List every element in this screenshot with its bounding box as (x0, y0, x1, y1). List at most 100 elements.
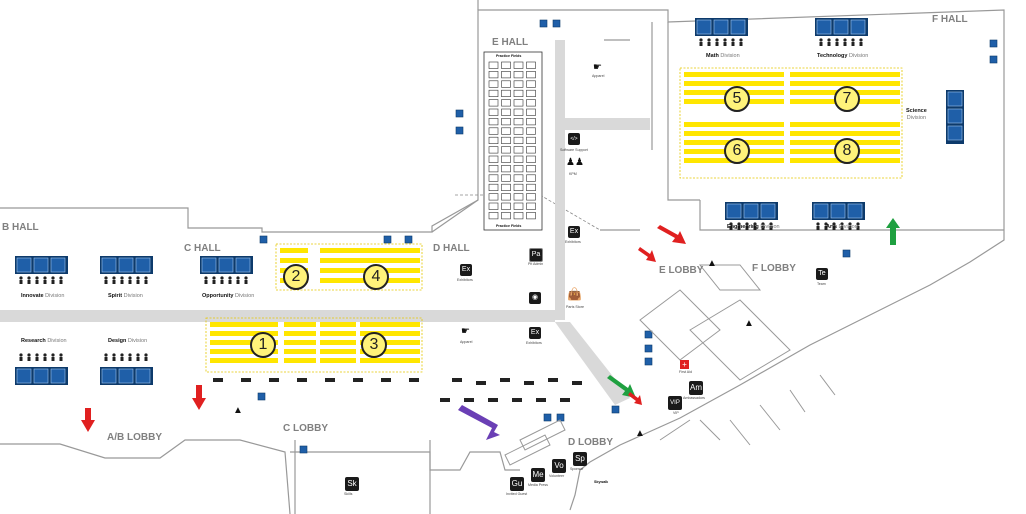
person-marker (723, 38, 727, 42)
ambassadors-icon[interactable]: Am (689, 381, 703, 395)
software-support-icon[interactable]: </> (568, 133, 580, 145)
zone-marker-1[interactable]: 1 (250, 332, 276, 358)
person-marker (19, 353, 23, 357)
person-marker (59, 280, 63, 284)
exhibitors-icon[interactable]: Ex (568, 226, 580, 238)
practice-field (526, 155, 536, 163)
seat-row (360, 322, 420, 327)
person-marker (851, 38, 855, 42)
person-marker (144, 280, 148, 284)
zone-marker-4[interactable]: 4 (363, 264, 389, 290)
media-press-icon[interactable]: Me (531, 468, 545, 482)
pit-admin-icon[interactable]: Pa (529, 248, 543, 262)
practice-field (513, 174, 524, 182)
person-marker (739, 42, 743, 46)
division-booth (713, 19, 729, 35)
person-marker (51, 280, 55, 284)
info-marker (644, 344, 653, 353)
info-marker (543, 413, 552, 422)
seat-row (210, 322, 278, 327)
person-marker (19, 280, 23, 284)
info-marker (644, 357, 653, 366)
person-marker (761, 226, 765, 230)
info-marker (989, 39, 998, 48)
practice-field (488, 61, 499, 69)
person-marker (35, 276, 39, 280)
practice-field (501, 99, 511, 107)
seat-row (320, 258, 420, 263)
division-booth (760, 203, 776, 219)
division-label-math: Math Division (706, 53, 740, 59)
zone-marker-2[interactable]: 2 (283, 264, 309, 290)
division-booth (833, 19, 849, 35)
seat-row (280, 258, 308, 263)
person-marker (136, 357, 140, 361)
person-marker (112, 357, 116, 361)
kpm-icon[interactable]: ♟♟ (566, 157, 584, 168)
person-marker (43, 280, 47, 284)
vip-icon[interactable]: VIP (668, 396, 682, 410)
pit-table (297, 378, 307, 382)
person-marker (819, 38, 823, 42)
invited-guest-icon[interactable]: Gu (510, 477, 524, 491)
division-booth (16, 257, 32, 273)
seat-row (320, 349, 356, 354)
zone-marker-7[interactable]: 7 (834, 86, 860, 112)
practice-field (526, 61, 536, 69)
person-marker (859, 38, 863, 42)
apparel-icon[interactable]: ☛ (593, 62, 602, 73)
pit-table (409, 378, 419, 382)
sponsor-icon[interactable]: Sp (573, 452, 587, 466)
zone-marker-5[interactable]: 5 (724, 86, 750, 112)
mask-icon[interactable]: ◉ (529, 292, 541, 304)
person-marker (843, 38, 847, 42)
seat-row (320, 248, 420, 253)
person-marker (827, 42, 831, 46)
pit-table (560, 398, 570, 402)
practice-fields-label-bottom: Practice Fields (496, 224, 522, 228)
practice-field (526, 80, 536, 88)
person-marker (19, 276, 23, 280)
person-marker (723, 42, 727, 46)
pit-table (476, 381, 486, 385)
division-booth (730, 19, 746, 35)
practice-field (526, 202, 536, 210)
volunteer-icon[interactable]: Vo (552, 459, 566, 473)
elevator-icon: ▲ (744, 318, 754, 329)
division-label-innovate: Innovate Division (21, 293, 65, 299)
division-booth (50, 368, 66, 384)
exhibitors-label: Exhibitors (457, 278, 473, 282)
apparel-icon[interactable]: ☛ (461, 326, 470, 337)
person-marker (737, 222, 741, 226)
seat-row (284, 322, 316, 327)
seat-row (790, 81, 900, 86)
seat-row (320, 331, 356, 336)
practice-field (513, 127, 524, 135)
seat-row (684, 122, 784, 127)
practice-field (501, 212, 511, 220)
skills-icon[interactable]: Sk (345, 477, 359, 491)
zone-marker-3[interactable]: 3 (361, 332, 387, 358)
seat-row (320, 340, 356, 345)
division-booth (947, 108, 963, 124)
seat-row (210, 340, 278, 345)
pit-table (572, 381, 582, 385)
person-marker (729, 222, 733, 226)
division-label-technology: Technology Division (817, 53, 869, 59)
division-booth (816, 19, 832, 35)
person-marker (35, 357, 39, 361)
first-aid-icon[interactable]: + (680, 360, 689, 369)
team-icon[interactable]: Te (816, 268, 828, 280)
seat-row (360, 349, 420, 354)
elevator-icon: ▲ (707, 258, 717, 269)
skywalk-label: Skywalk (594, 480, 609, 484)
exhibitors-icon[interactable]: Ex (529, 327, 541, 339)
vip-label: VIP (673, 411, 679, 415)
exhibitors-icon[interactable]: Ex (460, 264, 472, 276)
practice-field (526, 89, 536, 97)
shopping-bag-icon[interactable]: 👜 (567, 287, 582, 301)
zone-marker-8[interactable]: 8 (834, 138, 860, 164)
lobby-label-ab: A/B LOBBY (107, 432, 162, 443)
seat-row (210, 349, 278, 354)
zone-marker-6[interactable]: 6 (724, 138, 750, 164)
